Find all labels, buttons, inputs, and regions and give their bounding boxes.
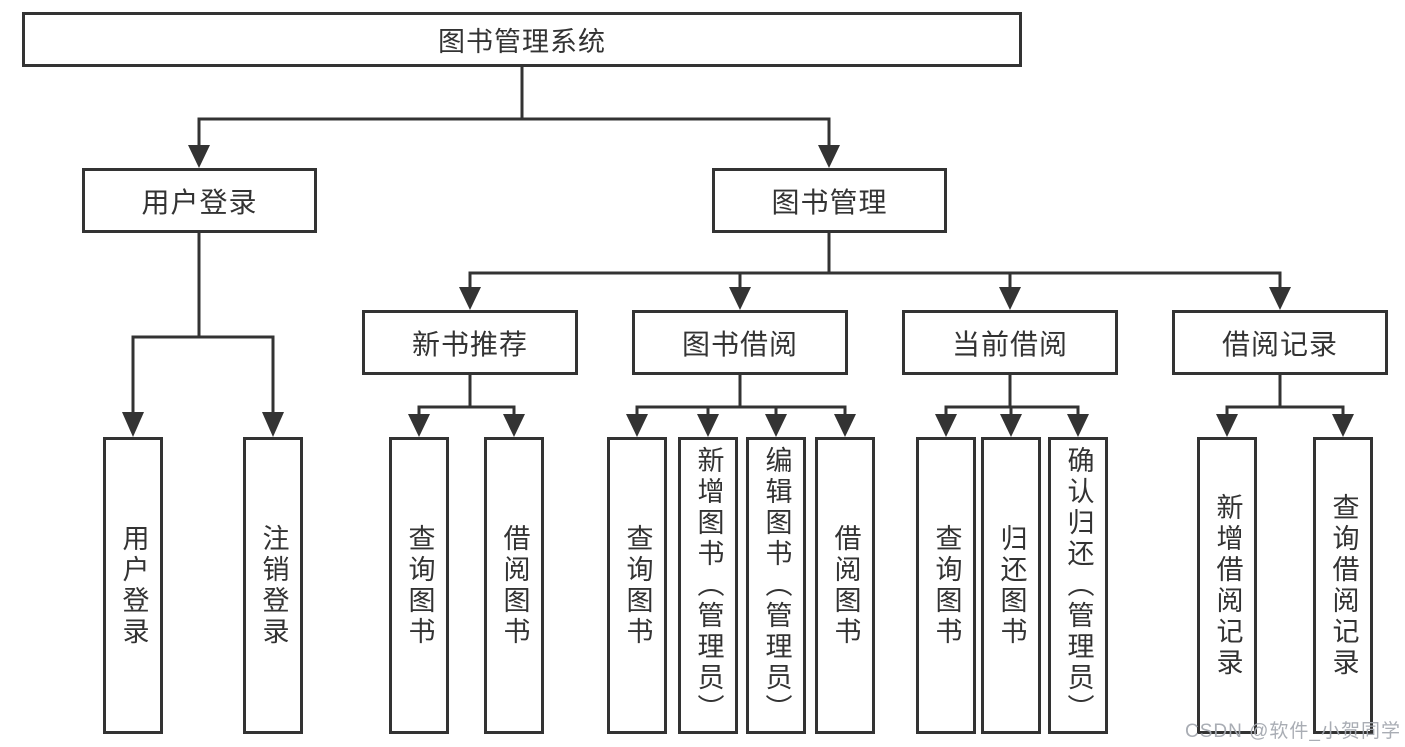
leaf-query-borrow-record: 查询借阅记录 [1313,437,1373,734]
leaf-add-book-admin-label: 新增图书（管理员） [693,446,724,725]
leaf-user-login: 用户登录 [103,437,163,734]
leaf-add-borrow-record: 新增借阅记录 [1197,437,1257,734]
leaf-query-books-recommend: 查询图书 [389,437,449,734]
leaf-borrow-books: 借阅图书 [815,437,875,734]
node-book-management-label: 图书管理 [771,186,888,218]
node-borrowing-records: 借阅记录 [1172,310,1388,375]
leaf-return-books: 归还图书 [981,437,1041,734]
node-current-borrowing-label: 当前借阅 [951,328,1068,360]
leaf-confirm-return-admin-label: 确认归还（管理员） [1063,446,1094,725]
node-book-borrowing-label: 图书借阅 [681,328,798,360]
node-user-login: 用户登录 [82,168,317,233]
node-borrowing-records-label: 借阅记录 [1221,328,1338,360]
csdn-watermark: CSDN @软件_小贺同学 [1185,721,1401,742]
node-new-book-recommend: 新书推荐 [362,310,578,375]
leaf-query-books-recommend-label: 查询图书 [404,523,435,648]
node-book-borrowing: 图书借阅 [632,310,848,375]
leaf-borrow-books-label: 借阅图书 [830,523,861,648]
node-current-borrowing: 当前借阅 [902,310,1118,375]
leaf-edit-book-admin: 编辑图书（管理员） [746,437,806,734]
leaf-edit-book-admin-label: 编辑图书（管理员） [761,446,792,725]
leaf-user-login-label: 用户登录 [118,523,149,648]
leaf-query-books-current-label: 查询图书 [931,523,962,648]
node-user-login-label: 用户登录 [141,186,258,218]
leaf-query-books-current: 查询图书 [916,437,976,734]
leaf-query-borrow-record-label: 查询借阅记录 [1328,492,1359,679]
leaf-logout: 注销登录 [243,437,303,734]
leaf-add-book-admin: 新增图书（管理员） [678,437,738,734]
leaf-logout-label: 注销登录 [258,523,289,648]
leaf-query-books-borrow: 查询图书 [607,437,667,734]
leaf-query-books-borrow-label: 查询图书 [622,523,653,648]
node-new-book-recommend-label: 新书推荐 [411,328,528,360]
leaf-add-borrow-record-label: 新增借阅记录 [1212,492,1243,679]
node-root-library-management-system: 图书管理系统 [22,12,1022,67]
leaf-borrow-books-recommend-label: 借阅图书 [499,523,530,648]
node-root-label: 图书管理系统 [438,27,606,57]
node-book-management: 图书管理 [712,168,947,233]
leaf-borrow-books-recommend: 借阅图书 [484,437,544,734]
leaf-confirm-return-admin: 确认归还（管理员） [1048,437,1108,734]
leaf-return-books-label: 归还图书 [996,523,1027,648]
